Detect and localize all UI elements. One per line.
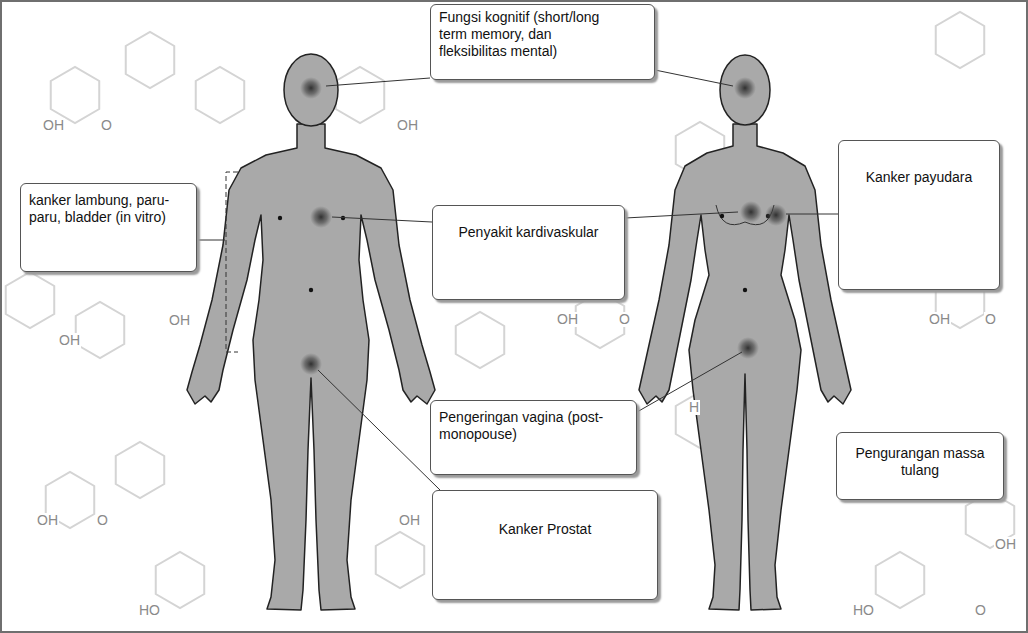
ring-structure bbox=[126, 32, 174, 88]
callout-text: Fungsi kognitif (short/long term memory,… bbox=[439, 9, 606, 60]
body-dot bbox=[309, 288, 313, 292]
callout-text: Pengurangan massa tulang bbox=[845, 445, 995, 479]
ring-structure bbox=[336, 67, 384, 123]
ring-structure bbox=[576, 292, 624, 348]
ring-structure bbox=[51, 67, 99, 123]
body-silhouette bbox=[639, 124, 851, 610]
head bbox=[284, 54, 338, 126]
structure-label: H bbox=[688, 400, 700, 415]
ring-structure bbox=[76, 302, 124, 358]
callout-box: Penyakit kardivaskular bbox=[432, 205, 625, 300]
ring-structure bbox=[6, 272, 54, 328]
leader-line bbox=[786, 214, 838, 215]
structure-label: O bbox=[618, 312, 631, 327]
highlight-spot bbox=[300, 77, 322, 99]
leader-line bbox=[197, 240, 225, 241]
highlight-spot bbox=[734, 77, 756, 99]
highlight-spot bbox=[737, 337, 759, 359]
callout-text: Kanker Prostat bbox=[441, 521, 649, 538]
ring-structure bbox=[376, 532, 424, 588]
ring-structure bbox=[456, 312, 504, 368]
body-dot bbox=[278, 216, 282, 220]
ring-structure bbox=[936, 12, 984, 68]
highlight-spot bbox=[740, 201, 762, 223]
structure-label: O bbox=[984, 312, 997, 327]
structure-label: O bbox=[96, 513, 109, 528]
callout-text: Penyakit kardivaskular bbox=[441, 224, 616, 241]
structure-label: OH bbox=[398, 513, 421, 528]
head bbox=[720, 55, 770, 125]
ring-structure bbox=[156, 552, 204, 608]
leader-line bbox=[318, 370, 440, 490]
callout-text: Kanker payudara bbox=[847, 169, 991, 186]
callout-box: Pengurangan massa tulang bbox=[836, 432, 1004, 500]
structure-label: O bbox=[974, 603, 987, 618]
structure-label: OH bbox=[42, 118, 65, 133]
callout-text: Pengeringan vagina (post-monopouse) bbox=[439, 409, 628, 443]
structure-label: HO bbox=[852, 603, 875, 618]
body-dot bbox=[720, 214, 724, 218]
callout-text: kanker lambung, paru-paru, bladder (in v… bbox=[29, 192, 188, 226]
structure-label: OH bbox=[396, 118, 419, 133]
callout-box: Pengeringan vagina (post-monopouse) bbox=[430, 400, 637, 475]
callout-box: Kanker Prostat bbox=[432, 490, 658, 600]
highlight-spot bbox=[300, 353, 322, 375]
ring-structure bbox=[116, 442, 164, 498]
structure-label: OH bbox=[58, 333, 81, 348]
leader-line bbox=[655, 70, 733, 86]
structure-label: OH bbox=[994, 537, 1017, 552]
structure-label: OH bbox=[556, 312, 579, 327]
structure-label: HO bbox=[138, 603, 161, 618]
ring-structure bbox=[876, 552, 924, 608]
ring-structure bbox=[196, 67, 244, 123]
leader-line bbox=[326, 78, 430, 86]
leader-line bbox=[332, 217, 432, 222]
structure-label: OH bbox=[168, 313, 191, 328]
callout-box: Fungsi kognitif (short/long term memory,… bbox=[430, 4, 655, 80]
structure-label: OH bbox=[928, 312, 951, 327]
dashed-bracket bbox=[226, 172, 238, 352]
body-dot bbox=[743, 288, 747, 292]
structure-label: OH bbox=[36, 513, 59, 528]
highlight-spot bbox=[310, 206, 332, 228]
leader-line bbox=[625, 212, 738, 218]
callout-box: Kanker payudara bbox=[838, 140, 1000, 290]
callout-box: kanker lambung, paru-paru, bladder (in v… bbox=[20, 183, 197, 272]
body-silhouette bbox=[187, 124, 435, 610]
structure-label: O bbox=[100, 118, 113, 133]
highlight-spot bbox=[765, 204, 787, 226]
